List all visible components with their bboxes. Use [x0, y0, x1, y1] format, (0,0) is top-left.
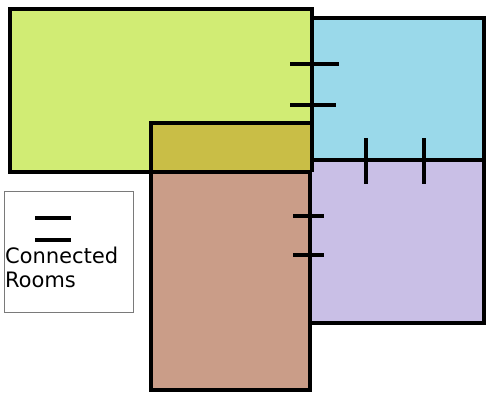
legend-box: Connected Rooms [4, 191, 134, 313]
room-purple [308, 158, 486, 325]
room-brown [149, 170, 312, 392]
legend-dash-bottom [35, 238, 71, 242]
double-dash-icon [35, 214, 71, 244]
legend-label: Connected Rooms [5, 244, 119, 292]
room-blue [310, 16, 486, 162]
legend-dash-top [35, 216, 71, 220]
overlap-area [151, 123, 310, 172]
